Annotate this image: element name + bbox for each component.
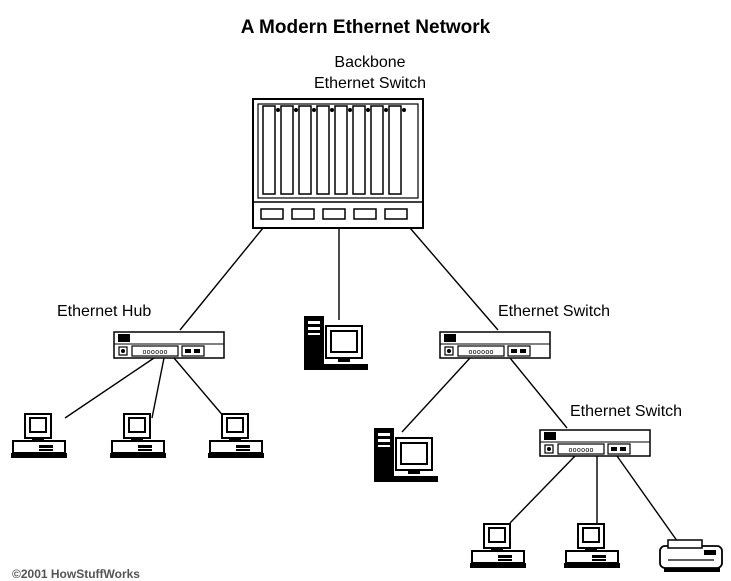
diagram-title: A Modern Ethernet Network [240, 17, 491, 38]
printer-icon [659, 539, 723, 572]
copyright-notice: ©2001 HowStuffWorks [12, 567, 140, 581]
link-hub-to-pc3 [173, 357, 226, 419]
ethernet-switch-2-label: Ethernet Switch [570, 403, 683, 420]
ethernet-hub-label: Ethernet Hub [57, 303, 152, 320]
link-backbone-to-switch1 [409, 227, 499, 331]
switch-icon [439, 331, 551, 359]
backbone-label-line1: Backbone [334, 54, 406, 71]
link-switch2-to-pc4 [509, 455, 576, 524]
desktop-computer-icon [10, 413, 68, 459]
desktop-computer-icon [469, 523, 527, 569]
desktop-computer-icon [207, 413, 265, 459]
ethernet-switch-1-label: Ethernet Switch [498, 303, 611, 320]
backbone-switch-icon [252, 98, 424, 229]
link-switch2-to-printer [616, 455, 681, 546]
network-links [64, 227, 681, 546]
desktop-computer-icon [109, 413, 167, 459]
desktop-computer-icon [563, 523, 621, 569]
link-hub-to-pc2 [151, 357, 165, 419]
backbone-switch-label: Backbone Ethernet Switch [265, 52, 475, 94]
link-switch1-to-tower [401, 357, 471, 433]
tower-computer-icon [303, 315, 369, 371]
link-switch1-to-switch2 [509, 357, 568, 429]
hub-icon [113, 331, 225, 359]
switch-icon [539, 429, 651, 457]
link-hub-to-pc1 [64, 357, 155, 419]
tower-computer-icon [373, 427, 439, 483]
backbone-label-line2: Ethernet Switch [313, 75, 427, 92]
link-backbone-to-hub [179, 227, 264, 331]
